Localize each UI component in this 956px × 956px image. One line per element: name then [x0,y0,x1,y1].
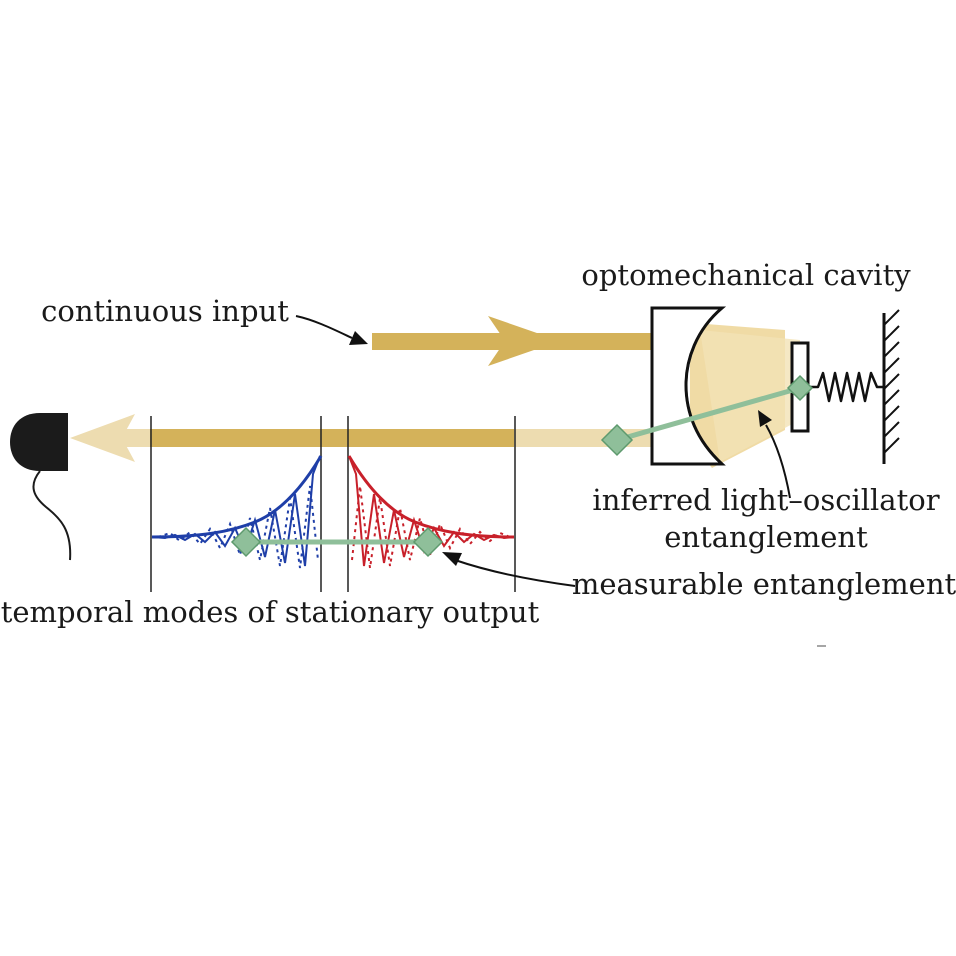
detector-icon [10,413,72,561]
blue-mode-node [230,526,262,558]
inferred-arrow-tip [758,410,772,427]
label-pointers [295,315,791,587]
measurable-pointer [454,559,576,587]
inferred-entanglement-link [600,374,814,457]
light-node [600,423,634,457]
continuous-input-label: continuous input [41,294,289,328]
inferred-entanglement-label-line1: inferred light–oscillator [592,483,939,517]
input-arrow-head [488,316,560,366]
optomechanical-cavity-label: optomechanical cavity [581,258,911,292]
temporal-modes-label: temporal modes of stationary output [1,595,540,629]
red-mode-node [412,526,444,558]
blue-temporal-mode [151,455,323,569]
output-arrow-head [70,414,135,462]
wall-hatching [883,309,900,454]
red-dotted-wave [351,485,511,569]
inferred-entanglement-label-line2: entanglement [664,520,868,554]
continuous-input-pointer [295,315,353,339]
oscillator-node [786,374,814,402]
measurable-arrow-tip [442,552,462,566]
blue-solid-wave [151,455,321,567]
spring-icon [808,371,884,403]
temporal-mode-windows [150,416,516,592]
continuous-input-arrow-tip [349,331,368,345]
output-beam [70,414,654,462]
inferred-pointer [765,424,791,499]
measurable-entanglement-link [230,526,444,558]
measurable-entanglement-label: measurable entanglement [572,567,956,601]
input-beam [372,316,654,366]
